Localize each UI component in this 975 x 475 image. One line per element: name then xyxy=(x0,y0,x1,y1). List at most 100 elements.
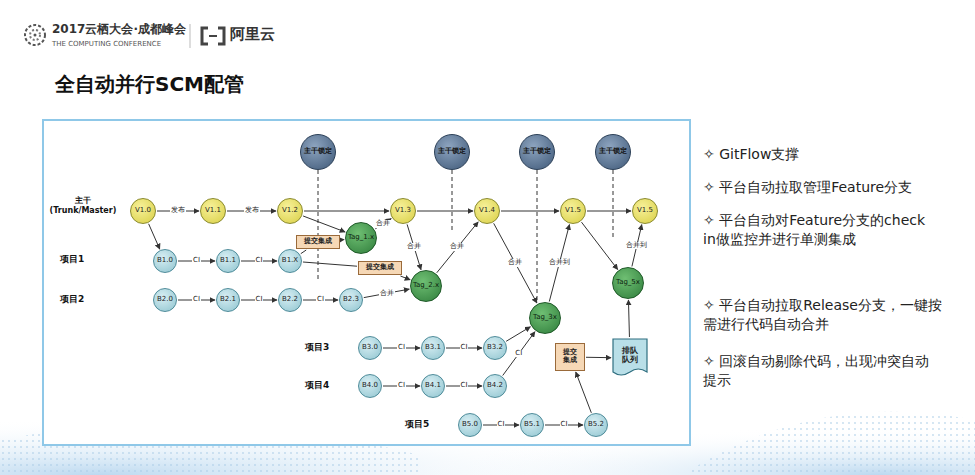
edge-label: CI xyxy=(192,257,201,265)
text-label: ✧ 回滚自动剔除代码，出现冲突自动提示 xyxy=(703,352,943,390)
node-text: B2.2 xyxy=(282,296,298,304)
build-circle: B5.0 xyxy=(458,413,482,437)
node-text: V1.2 xyxy=(282,207,298,215)
build-circle: B2.3 xyxy=(339,288,363,312)
node-text: B3.1 xyxy=(425,344,441,352)
node-text: 排队队列 xyxy=(622,347,639,365)
node-text: B2.3 xyxy=(343,296,359,304)
lock-circle: 主干锁定 xyxy=(434,134,470,170)
text-label: 项目3 xyxy=(305,342,345,353)
slide-title: 全自动并行SCM配管 xyxy=(55,72,244,97)
build-circle: B3.1 xyxy=(421,336,445,360)
node-text: 提交集成 xyxy=(366,264,394,272)
edge-label: 合并 xyxy=(406,243,422,251)
text-label: 主干 (Trunk/Master) xyxy=(48,196,118,216)
connector xyxy=(149,224,160,249)
node-text: B3.2 xyxy=(487,344,503,352)
version-circle: V1.4 xyxy=(474,198,500,224)
node-text: B3.0 xyxy=(362,344,378,352)
version-circle: V1.5 xyxy=(560,198,586,224)
edge-label: CI xyxy=(255,296,264,304)
connector xyxy=(586,357,611,358)
build-circle: B5.1 xyxy=(520,413,544,437)
connector xyxy=(437,222,478,273)
node-text: V1.5 xyxy=(637,207,653,215)
text-label: 项目2 xyxy=(60,294,100,305)
node-text: Tag_3x xyxy=(533,314,557,322)
node-text: B4.0 xyxy=(362,382,378,390)
build-circle: B1.1 xyxy=(216,249,240,273)
edge-label: 合并 xyxy=(449,243,465,251)
edge-label: 合并 xyxy=(507,259,523,267)
edge-label: CI xyxy=(514,350,523,358)
tag-circle: Tag_3x xyxy=(529,302,561,334)
node-text: B1.0 xyxy=(157,257,173,265)
build-circle: B3.2 xyxy=(483,336,507,360)
build-circle: B5.2 xyxy=(584,413,608,437)
connector xyxy=(301,250,306,254)
node-text: 提交集成 xyxy=(563,349,578,364)
edge-label: 合并 xyxy=(379,290,395,298)
connector xyxy=(581,222,617,269)
node-text: V1.5 xyxy=(565,207,581,215)
lock-circle: 主干锁定 xyxy=(300,134,336,170)
edge-label: CI xyxy=(255,257,264,265)
version-circle: V1.5 xyxy=(632,198,658,224)
edge-label: CI xyxy=(497,421,506,429)
process-box: 提交集成 xyxy=(555,343,585,371)
connector xyxy=(375,219,391,229)
edge-label: CI xyxy=(192,296,201,304)
dot-wave xyxy=(690,412,975,475)
connector xyxy=(501,211,559,212)
text-label: 项目1 xyxy=(60,254,100,265)
build-circle: B4.0 xyxy=(358,374,382,398)
connector xyxy=(503,332,535,376)
node-text: B4.1 xyxy=(425,382,441,390)
version-circle: V1.2 xyxy=(277,198,303,224)
process-box: 提交集成 xyxy=(296,235,340,249)
connector xyxy=(417,211,473,212)
build-circle: B2.0 xyxy=(153,288,177,312)
text-label: ✧ GitFlow支撑 xyxy=(703,145,943,164)
tag-circle: Tag_1.x xyxy=(345,222,377,254)
edge-label: CI xyxy=(460,344,469,352)
text-label: 阿里云 xyxy=(230,25,300,44)
text-label: ✧ 平台自动拉取管理Feature分支 xyxy=(703,178,943,197)
connector xyxy=(494,223,537,303)
node-text: V1.0 xyxy=(135,207,151,215)
node-text: V1.1 xyxy=(205,207,221,215)
node-text: B4.2 xyxy=(487,382,503,390)
version-circle: V1.0 xyxy=(130,198,156,224)
connector xyxy=(576,372,592,413)
node-text: B2.1 xyxy=(220,296,236,304)
build-circle: B1.X xyxy=(278,249,302,273)
conference-logo xyxy=(25,25,45,45)
tag-circle: Tag_5x xyxy=(612,267,644,299)
connector xyxy=(303,216,345,232)
node-text: B1.X xyxy=(282,257,298,265)
node-text: Tag_5x xyxy=(616,279,640,287)
node-text: B2.0 xyxy=(157,296,173,304)
text-label: THE COMPUTING CONFERENCE xyxy=(52,40,192,49)
node-text: 主干锁定 xyxy=(304,148,332,156)
frame-border xyxy=(43,120,690,445)
queue-document: 排队队列 xyxy=(612,338,648,378)
edge-label: 发布 xyxy=(170,207,186,215)
lock-circle: 主干锁定 xyxy=(519,134,555,170)
node-text: V1.4 xyxy=(479,207,495,215)
connector xyxy=(506,327,530,342)
node-text: B5.2 xyxy=(588,421,604,429)
edge-label: CI xyxy=(397,382,406,390)
edge-label: 合并到 xyxy=(625,242,648,250)
edge-label: 合并到 xyxy=(548,259,571,267)
build-circle: B1.0 xyxy=(153,249,177,273)
node-text: 提交集成 xyxy=(304,238,332,246)
build-circle: B2.2 xyxy=(278,288,302,312)
edge-label: 发布 xyxy=(244,207,260,215)
edge-label: CI xyxy=(316,296,325,304)
node-text: Tag_2.x xyxy=(413,282,439,290)
node-text: B1.1 xyxy=(220,257,236,265)
edge-label: CI xyxy=(560,421,569,429)
connector xyxy=(587,211,631,212)
node-text: V1.3 xyxy=(395,207,411,215)
